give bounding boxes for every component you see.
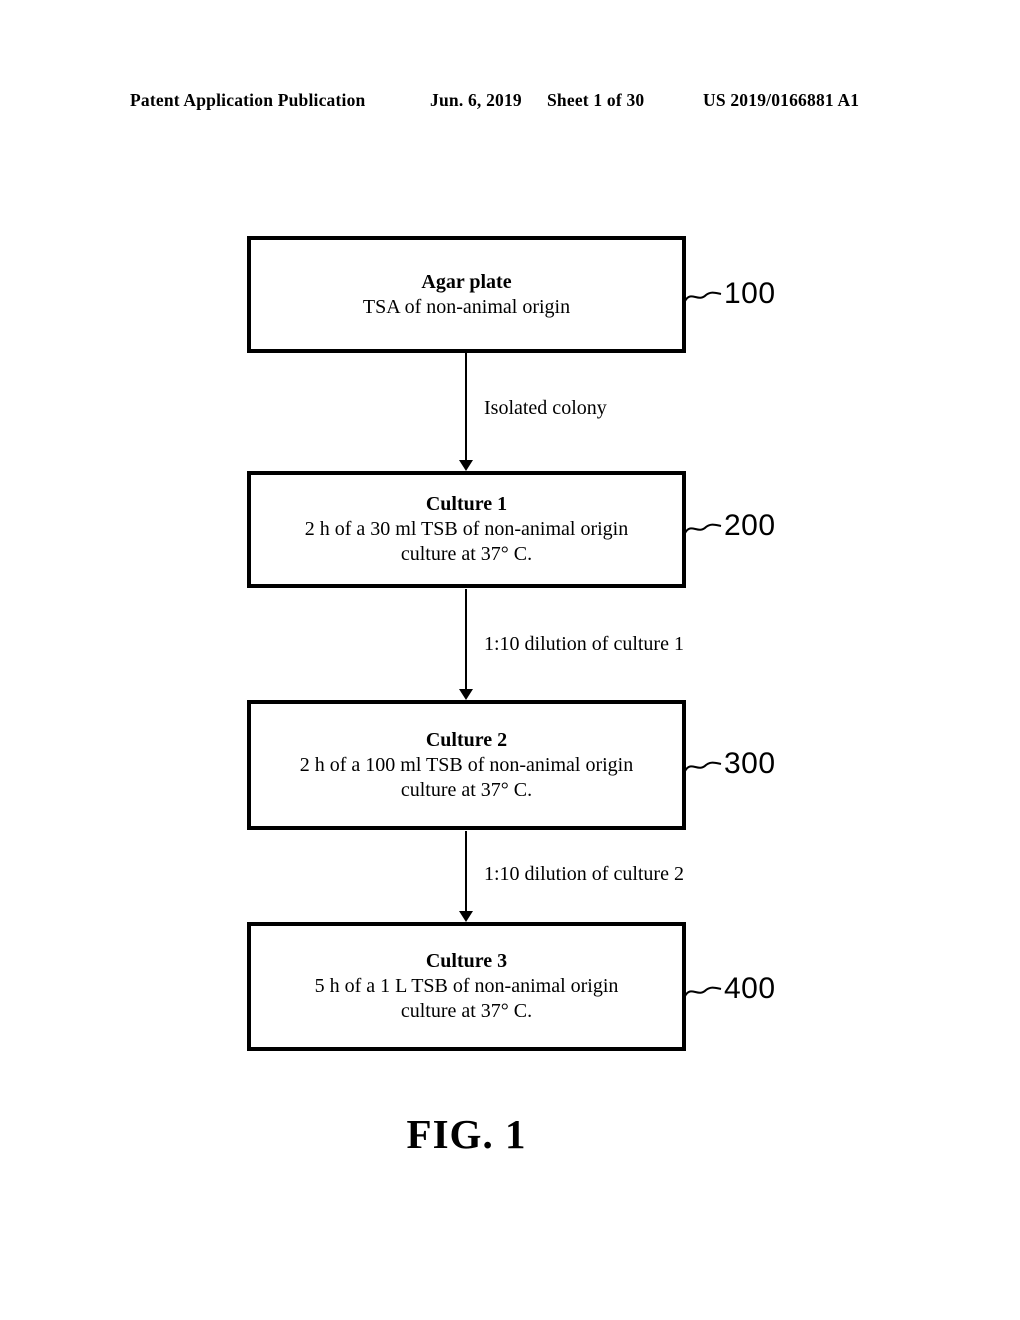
ref-number: 200 bbox=[724, 509, 776, 542]
ref-label-400: 400 bbox=[684, 973, 776, 1005]
ref-number: 400 bbox=[724, 972, 776, 1005]
box-title: Culture 1 bbox=[425, 493, 508, 515]
arrow-down-icon bbox=[459, 911, 473, 922]
box-text: culture at 37° C. bbox=[400, 778, 533, 801]
arrow-shaft bbox=[465, 831, 467, 911]
publication-date: Jun. 6, 2019 bbox=[430, 90, 522, 110]
flow-box-culture-2: Culture 2 2 h of a 100 ml TSB of non-ani… bbox=[247, 700, 686, 830]
flow-arrow-3 bbox=[459, 831, 473, 922]
box-title: Culture 2 bbox=[425, 728, 508, 751]
ref-number: 300 bbox=[724, 747, 776, 780]
leader-line-icon bbox=[684, 986, 722, 997]
arrow-down-icon bbox=[459, 460, 473, 471]
flow-box-culture-3: Culture 3 5 h of a 1 L TSB of non-animal… bbox=[247, 922, 686, 1051]
arrow-label: 1:10 dilution of culture 1 bbox=[484, 633, 684, 655]
box-text: culture at 37° C. bbox=[400, 543, 533, 565]
arrow-down-icon bbox=[459, 689, 473, 700]
flow-box-culture-1: Culture 1 2 h of a 30 ml TSB of non-anim… bbox=[247, 471, 686, 588]
box-text: 2 h of a 100 ml TSB of non-animal origin bbox=[299, 753, 634, 776]
flow-arrow-2 bbox=[459, 589, 473, 700]
box-text: culture at 37° C. bbox=[400, 1000, 533, 1022]
box-text: 2 h of a 30 ml TSB of non-animal origin bbox=[304, 518, 629, 540]
leader-line-icon bbox=[684, 523, 722, 534]
ref-label-200: 200 bbox=[684, 510, 776, 542]
flow-arrow-1 bbox=[459, 353, 473, 471]
box-text: TSA of non-animal origin bbox=[362, 295, 571, 318]
ref-number: 100 bbox=[724, 277, 776, 310]
leader-line-icon bbox=[684, 291, 722, 302]
box-text: 5 h of a 1 L TSB of non-animal origin bbox=[314, 975, 619, 997]
patent-number: US 2019/0166881 A1 bbox=[703, 90, 860, 110]
flow-box-agar-plate: Agar plate TSA of non-animal origin bbox=[247, 236, 686, 353]
box-title: Agar plate bbox=[421, 270, 512, 293]
arrow-label: 1:10 dilution of culture 2 bbox=[484, 863, 684, 885]
publication-type: Patent Application Publication bbox=[130, 90, 366, 110]
sheet-number: Sheet 1 of 30 bbox=[547, 90, 645, 110]
ref-label-100: 100 bbox=[684, 278, 776, 310]
arrow-shaft bbox=[465, 589, 467, 689]
box-title: Culture 3 bbox=[425, 950, 508, 972]
figure-caption: FIG. 1 bbox=[406, 1111, 527, 1157]
ref-label-300: 300 bbox=[684, 748, 776, 780]
arrow-label: Isolated colony bbox=[484, 397, 607, 419]
leader-line-icon bbox=[684, 761, 722, 772]
arrow-shaft bbox=[465, 353, 467, 460]
